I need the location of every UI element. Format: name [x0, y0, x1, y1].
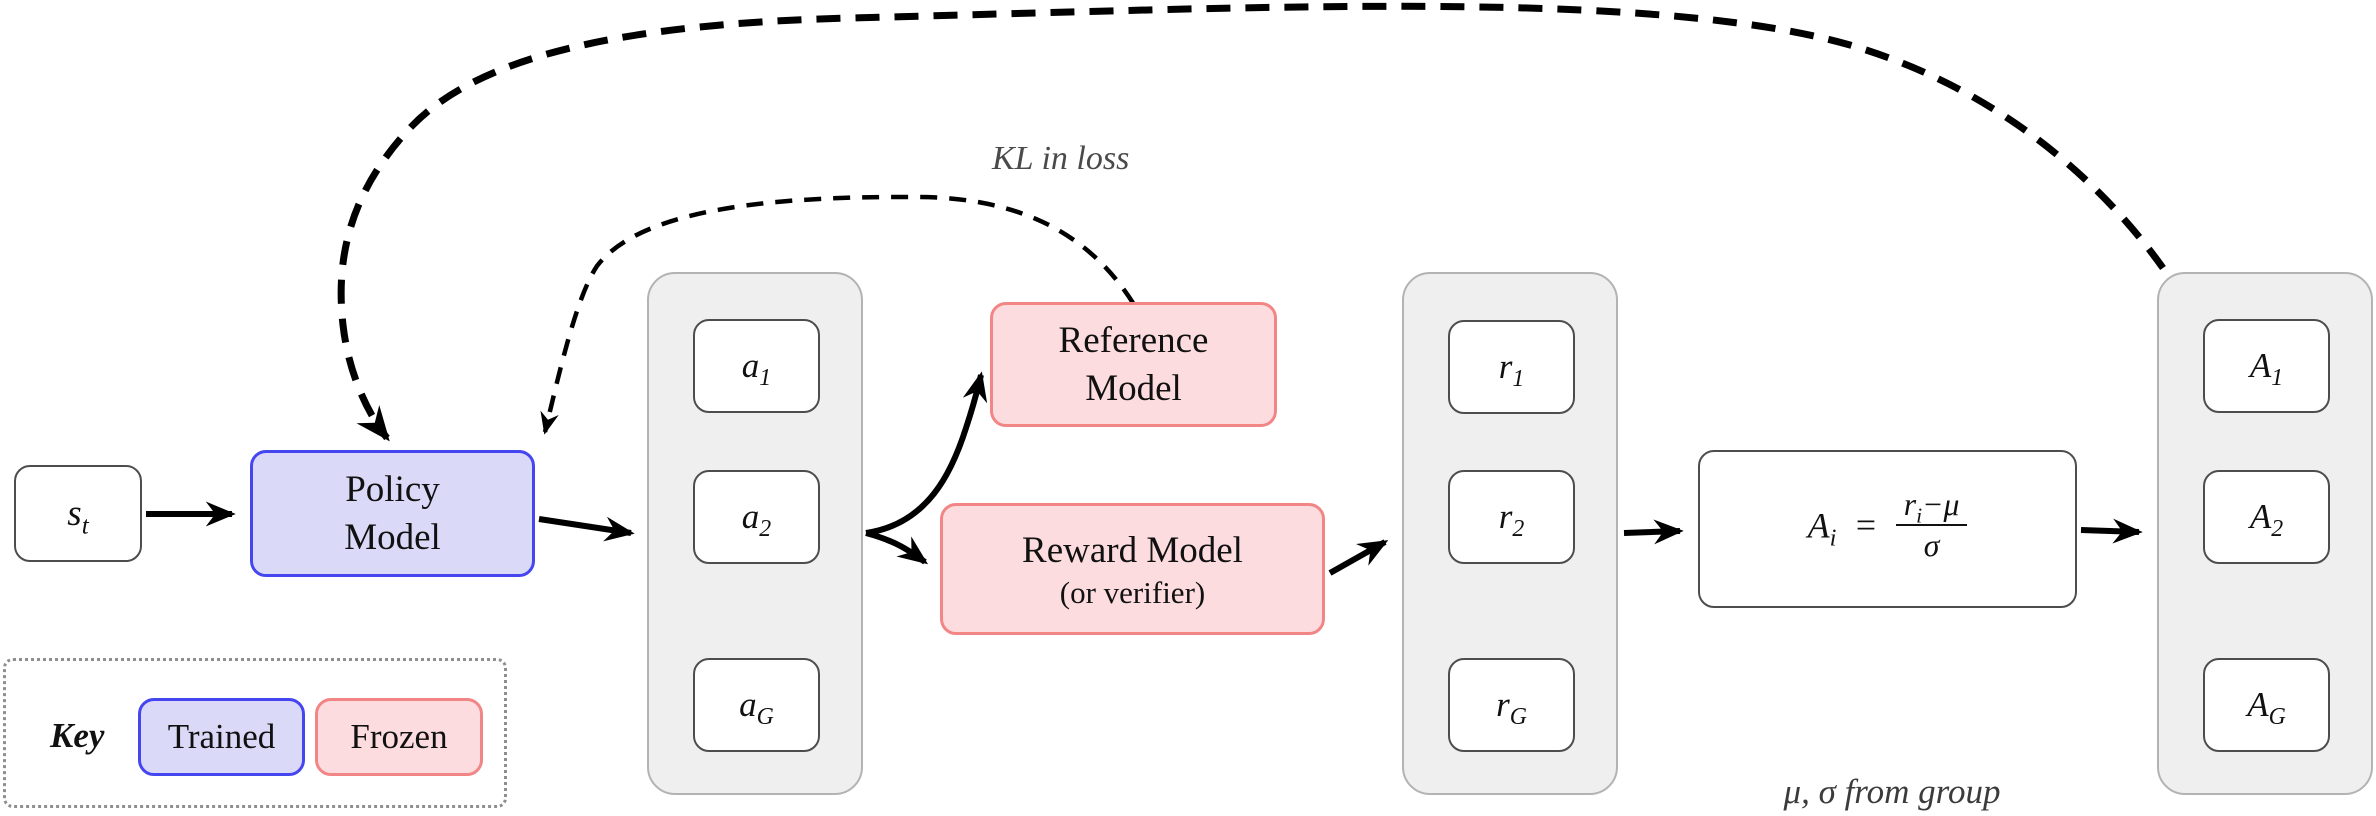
advantages-group: A1 A2 ... AG [2157, 272, 2373, 795]
state-node: st [14, 465, 142, 562]
reward-item-1: r1 [1448, 320, 1575, 414]
reference-model-node: Reference Model [990, 302, 1277, 427]
mu-sigma-from-group-label: μ, σ from group [1783, 772, 2001, 811]
reward-item-G: rG [1448, 658, 1575, 752]
state-label: st [67, 493, 89, 540]
arrow-formula-to-advantages [2080, 518, 2143, 544]
arrow-reward-to-rewards [1328, 539, 1389, 576]
legend-trained-chip: Trained [138, 698, 305, 776]
arrow-rewards-to-formula [1623, 519, 1684, 545]
reward-item-2: r2 [1448, 470, 1575, 564]
action-item-1: a1 [693, 319, 820, 413]
rewards-group: r1 r2 ... rG [1402, 272, 1618, 795]
policy-label-line2: Model [344, 516, 441, 558]
actions-group: a1 a2 ... aG [647, 272, 863, 795]
action-item-G: aG [693, 658, 820, 752]
reward-label-line1: Reward Model [1022, 529, 1243, 571]
legend-title: Key [50, 716, 105, 755]
policy-label-line1: Policy [345, 469, 440, 511]
reward-model-node: Reward Model (or verifier) [940, 503, 1325, 635]
legend-frozen-chip: Frozen [315, 698, 483, 776]
arrow-actions-to-reward [865, 530, 929, 565]
reward-label-line2: (or verifier) [1059, 575, 1206, 611]
advantage-item-1: A1 [2203, 319, 2330, 413]
arrow-policy-to-actions [538, 516, 635, 542]
policy-model-node: Policy Model [250, 450, 535, 577]
reference-label-line1: Reference [1058, 320, 1209, 362]
legend-box: Key Trained Frozen [3, 658, 507, 808]
advantage-item-2: A2 [2203, 470, 2330, 564]
reference-label-line2: Model [1085, 367, 1182, 409]
advantage-item-G: AG [2203, 658, 2330, 752]
kl-in-loss-label: KL in loss [992, 140, 1130, 177]
action-item-2: a2 [693, 470, 820, 564]
